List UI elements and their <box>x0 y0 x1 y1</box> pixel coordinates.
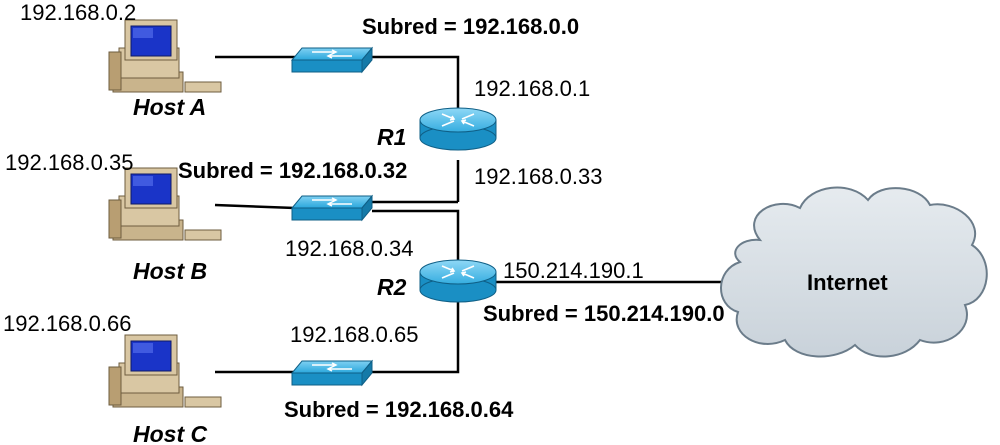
link-hostb-switch2 <box>214 203 296 210</box>
router-r1-name: R1 <box>377 124 407 150</box>
link-switch1-r1 <box>370 55 460 108</box>
link-switch2-r2 <box>372 209 460 268</box>
router-r1-icon <box>419 107 497 151</box>
host-a-name: Host A <box>133 94 207 120</box>
router-r2-ip-left: 192.168.0.34 <box>285 236 414 261</box>
subnet-label-150-214-190-0: Subred = 150.214.190.0 <box>483 301 725 326</box>
host-a-computer-icon <box>108 19 222 93</box>
links <box>214 55 735 374</box>
host-b-ip: 192.168.0.35 <box>5 150 134 175</box>
router-r2-ip-bottom: 192.168.0.65 <box>290 322 419 347</box>
host-b-name: Host B <box>133 258 208 284</box>
router-r2-icon <box>419 259 497 303</box>
host-c-name: Host C <box>133 421 208 445</box>
subnet-label-192-168-0-64: Subred = 192.168.0.64 <box>284 397 514 422</box>
switch-1-icon <box>291 47 373 73</box>
subnet-label-192-168-0-0: Subred = 192.168.0.0 <box>362 14 580 39</box>
subnet-label-192-168-0-32: Subred = 192.168.0.32 <box>178 158 408 183</box>
host-a-ip: 192.168.0.2 <box>20 0 137 25</box>
router-r1-ip-bottom: 192.168.0.33 <box>474 164 603 189</box>
router-r1-ip-top: 192.168.0.1 <box>474 76 591 101</box>
host-c-ip: 192.168.0.66 <box>3 311 132 336</box>
host-c-computer-icon <box>108 334 222 408</box>
internet-cloud <box>720 186 988 358</box>
router-r2-name: R2 <box>377 274 407 300</box>
internet-label: Internet <box>807 270 888 295</box>
router-r2-ip-right: 150.214.190.1 <box>503 258 644 283</box>
switch-2-icon <box>291 195 373 221</box>
switch-3-icon <box>291 360 373 386</box>
link-r2-switch3 <box>372 300 460 374</box>
